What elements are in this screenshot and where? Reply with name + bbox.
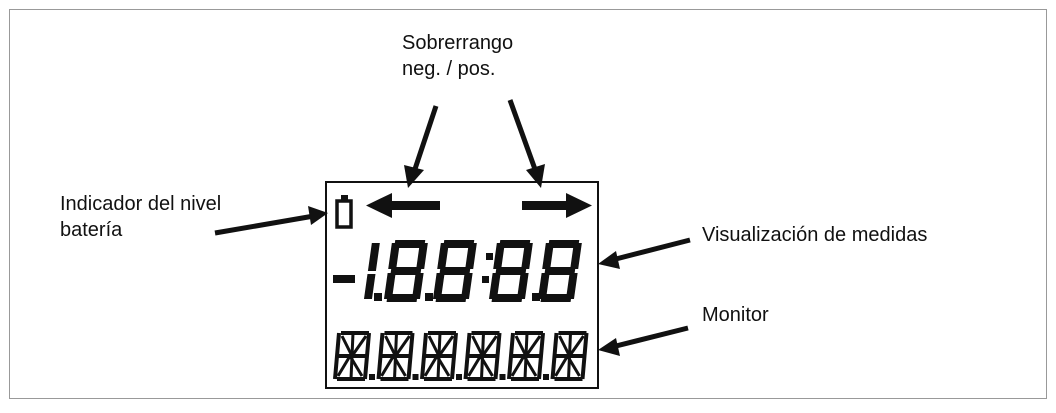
pointer-monitor <box>611 325 689 350</box>
measurement-reading <box>333 240 582 302</box>
decimal-point <box>374 293 382 301</box>
digit-8-4 <box>537 240 582 302</box>
monitor-character <box>376 331 415 381</box>
monitor-label: Monitor <box>702 304 769 326</box>
digit-8-3 <box>488 240 533 302</box>
monitor-character <box>420 331 458 381</box>
battery-label-line1: Indicador del nivel <box>60 193 221 215</box>
minus-segment <box>333 275 355 283</box>
digit-one <box>363 243 380 299</box>
measurement-label: Visualización de medidas <box>702 224 927 246</box>
arrow-left-icon <box>366 193 440 218</box>
pointer-measurement <box>611 237 691 263</box>
pointer-arrows <box>214 99 691 356</box>
monitor-decimal-point <box>543 374 549 380</box>
colon-dot <box>482 276 489 283</box>
pointer-overrange-right <box>507 99 539 173</box>
arrow-right-icon <box>522 193 592 218</box>
monitor-character <box>550 331 589 381</box>
outer-border <box>9 9 1047 399</box>
pointer-overrange-left-head <box>404 165 424 188</box>
overrange-label-line2: neg. / pos. <box>402 58 495 80</box>
battery-label-line2: batería <box>60 219 123 241</box>
digit-8-1 <box>383 240 428 302</box>
pointer-battery-head <box>308 206 328 225</box>
colon-dot <box>486 253 493 260</box>
overrange-label-line1: Sobrerrango <box>402 32 513 54</box>
pointer-overrange-right-head <box>526 164 545 188</box>
monitor-display <box>333 331 589 381</box>
pointer-monitor-head <box>598 338 620 356</box>
monitor-character <box>463 331 502 381</box>
monitor-decimal-point <box>456 374 462 380</box>
monitor-decimal-point <box>412 374 419 380</box>
decimal-point <box>425 293 433 301</box>
monitor-character <box>507 331 545 381</box>
monitor-character <box>333 331 371 381</box>
decimal-point <box>532 293 540 301</box>
monitor-decimal-point <box>369 374 375 380</box>
pointer-overrange-left <box>411 105 439 173</box>
battery-icon <box>335 195 353 229</box>
monitor-decimal-point <box>499 374 506 380</box>
pointer-measurement-head <box>598 251 620 269</box>
digit-8-2 <box>432 240 477 302</box>
pointer-battery <box>214 213 315 236</box>
